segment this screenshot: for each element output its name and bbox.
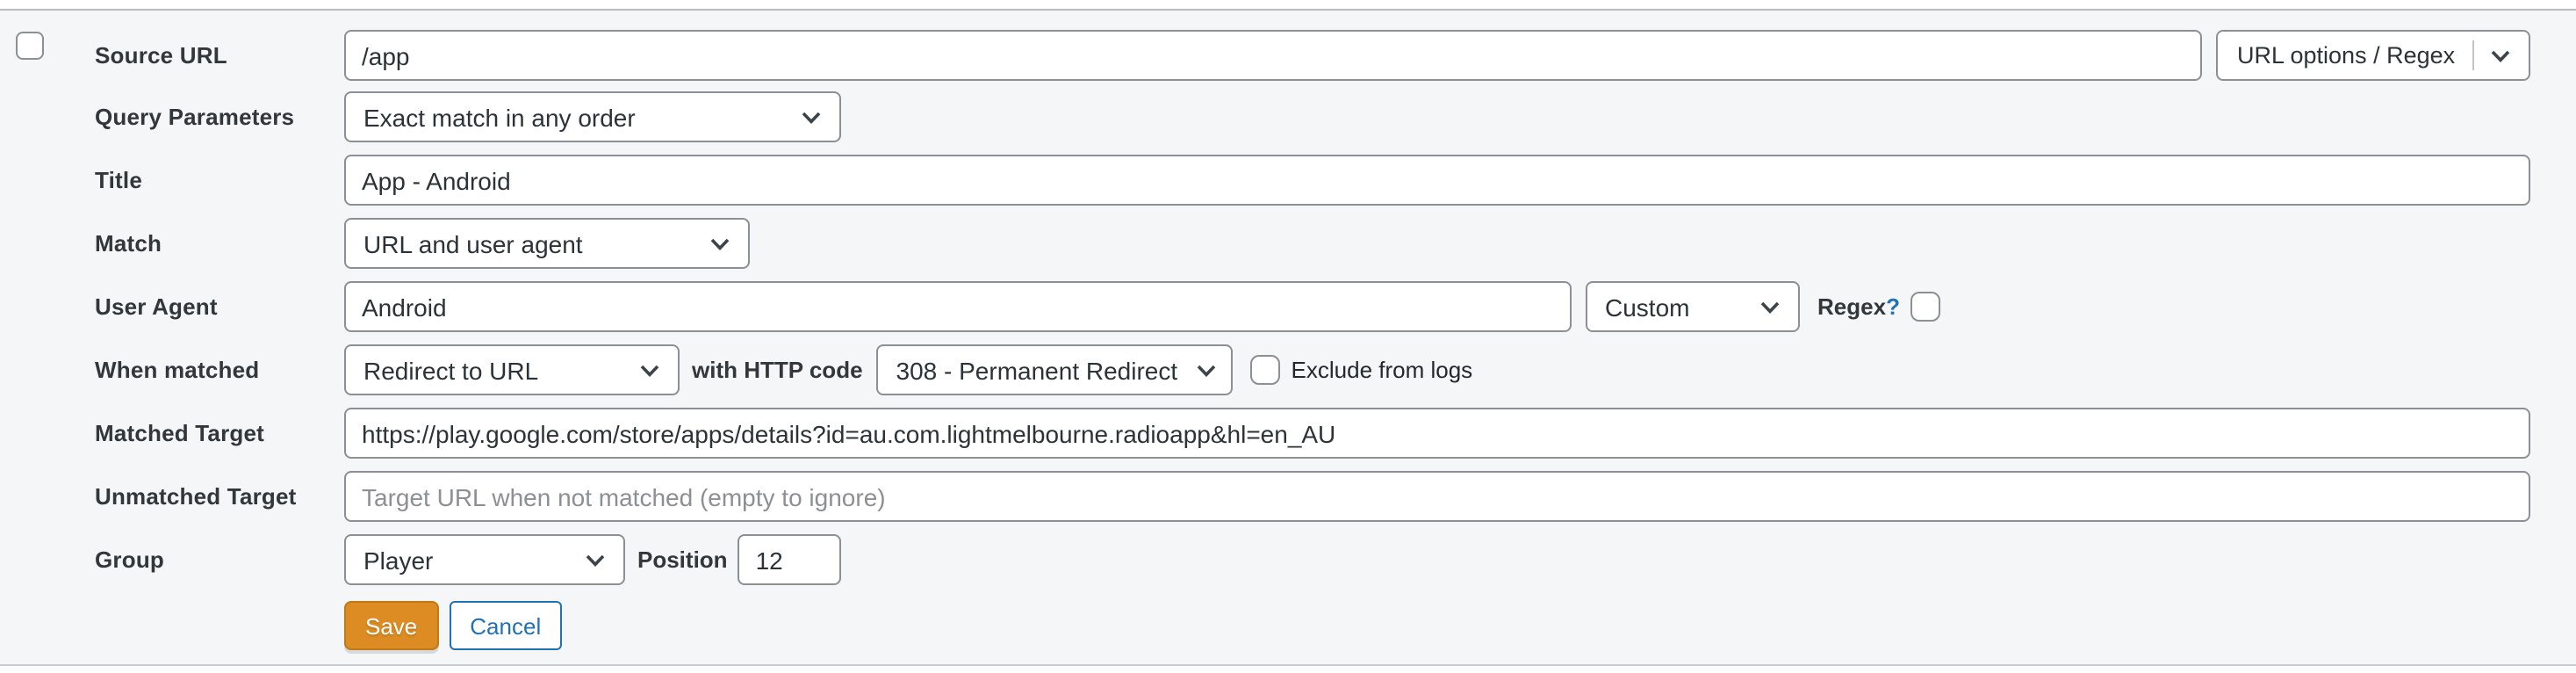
user-agent-row: User Agent Custom Regex? bbox=[0, 281, 2576, 332]
user-agent-preset-select[interactable]: Custom bbox=[1586, 281, 1800, 332]
url-options-button[interactable]: URL options / Regex bbox=[2216, 30, 2530, 81]
when-matched-action-value: Redirect to URL bbox=[363, 356, 539, 384]
query-parameters-row: Query Parameters Exact match in any orde… bbox=[0, 91, 2576, 142]
bottom-spacer bbox=[0, 666, 2576, 671]
match-row: Match URL and user agent bbox=[0, 218, 2576, 269]
title-row: Title bbox=[0, 155, 2576, 206]
when-matched-row: When matched Redirect to URL with HTTP c… bbox=[0, 344, 2576, 395]
unmatched-target-input[interactable] bbox=[344, 471, 2530, 522]
chevron-down-icon bbox=[585, 553, 606, 567]
query-parameters-select[interactable]: Exact match in any order bbox=[344, 91, 841, 142]
match-label: Match bbox=[95, 230, 162, 257]
chevron-down-icon bbox=[2474, 32, 2527, 79]
save-button[interactable]: Save bbox=[344, 601, 439, 650]
button-divider bbox=[2472, 40, 2475, 70]
matched-target-input[interactable] bbox=[344, 408, 2530, 459]
group-row: Group Player Position bbox=[0, 534, 2576, 585]
unmatched-target-row: Unmatched Target bbox=[0, 471, 2576, 522]
url-options-label: URL options / Regex bbox=[2237, 42, 2456, 69]
user-agent-input[interactable] bbox=[344, 281, 1572, 332]
title-label: Title bbox=[95, 167, 142, 193]
source-url-label: Source URL bbox=[95, 42, 227, 69]
chevron-down-icon bbox=[639, 363, 660, 377]
edit-redirect-panel: Source URL URL options / Regex Query Par… bbox=[0, 9, 2576, 666]
regex-help-link[interactable]: ? bbox=[1886, 293, 1900, 320]
group-select[interactable]: Player bbox=[344, 534, 625, 585]
match-select[interactable]: URL and user agent bbox=[344, 218, 750, 269]
when-matched-label: When matched bbox=[95, 357, 260, 383]
query-parameters-value: Exact match in any order bbox=[363, 103, 636, 131]
chevron-down-icon bbox=[801, 110, 822, 124]
group-value: Player bbox=[363, 546, 434, 574]
cancel-button[interactable]: Cancel bbox=[449, 601, 563, 650]
chevron-down-icon bbox=[1759, 300, 1781, 314]
chevron-down-icon bbox=[1195, 363, 1216, 377]
user-agent-preset-value: Custom bbox=[1605, 293, 1690, 321]
http-code-value: 308 - Permanent Redirect bbox=[896, 356, 1178, 384]
matched-target-row: Matched Target bbox=[0, 408, 2576, 459]
position-input[interactable] bbox=[738, 534, 842, 585]
exclude-from-logs-checkbox[interactable] bbox=[1250, 355, 1281, 385]
select-row-checkbox[interactable] bbox=[16, 32, 44, 60]
source-url-row: Source URL URL options / Regex bbox=[0, 30, 2576, 81]
exclude-from-logs-label: Exclude from logs bbox=[1291, 357, 1473, 383]
source-url-input[interactable] bbox=[344, 30, 2202, 81]
matched-target-label: Matched Target bbox=[95, 420, 265, 446]
query-parameters-label: Query Parameters bbox=[95, 104, 295, 130]
when-matched-action-select[interactable]: Redirect to URL bbox=[344, 344, 680, 395]
position-label: Position bbox=[637, 546, 728, 573]
regex-checkbox[interactable] bbox=[1910, 292, 1940, 322]
title-input[interactable] bbox=[344, 155, 2530, 206]
regex-label: Regex? bbox=[1817, 293, 1900, 320]
unmatched-target-label: Unmatched Target bbox=[95, 483, 297, 510]
chevron-down-icon bbox=[709, 236, 730, 250]
group-label: Group bbox=[95, 546, 164, 573]
actions-row: Save Cancel bbox=[0, 601, 2576, 650]
top-spacer bbox=[0, 0, 2576, 9]
http-code-select[interactable]: 308 - Permanent Redirect bbox=[876, 344, 1234, 395]
match-value: URL and user agent bbox=[363, 229, 583, 257]
http-code-label: with HTTP code bbox=[692, 357, 863, 383]
user-agent-label: User Agent bbox=[95, 293, 218, 320]
